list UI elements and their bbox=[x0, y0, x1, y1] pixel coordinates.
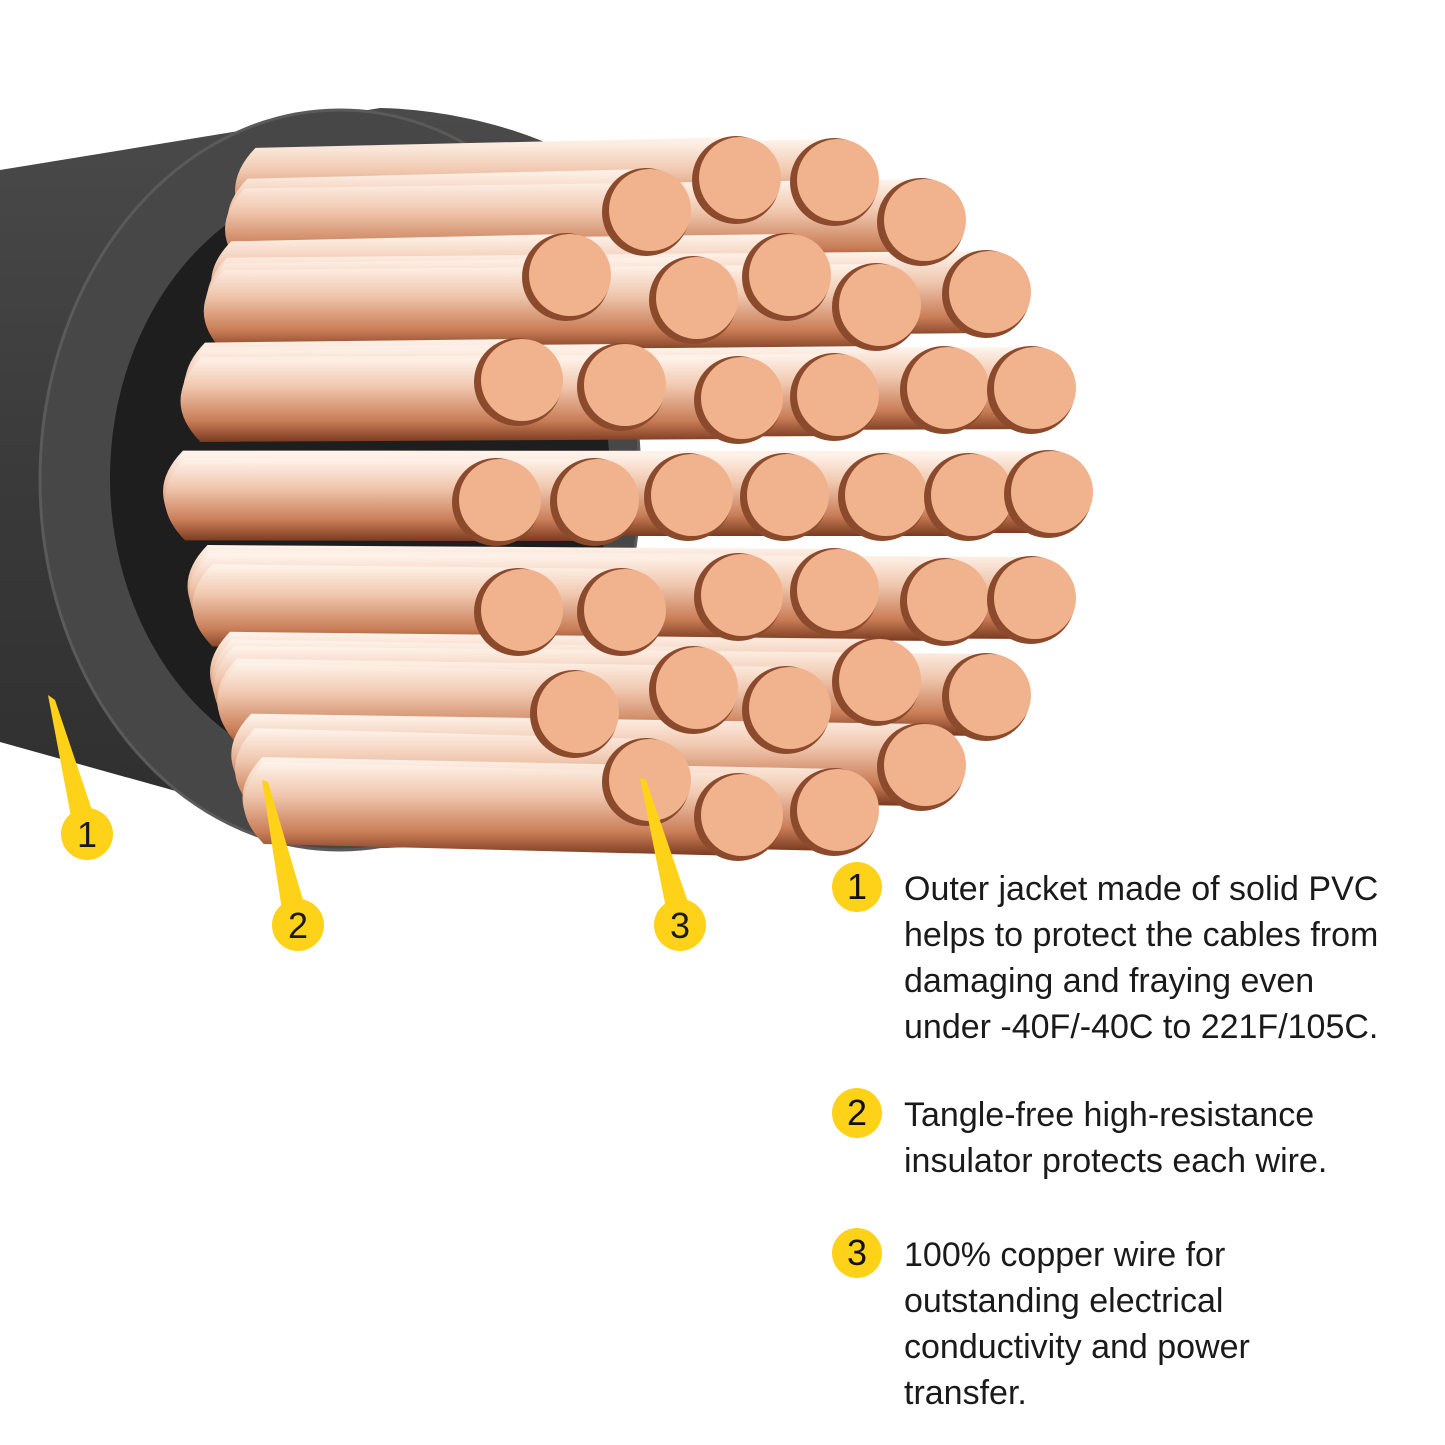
copper-strand-face bbox=[537, 671, 619, 753]
pin-2: 2 bbox=[272, 899, 324, 951]
pointer-1 bbox=[48, 695, 96, 822]
copper-strand-face bbox=[907, 559, 989, 641]
copper-strand-face bbox=[884, 179, 966, 261]
copper-strand-face bbox=[749, 667, 831, 749]
copper-strand-face bbox=[701, 554, 783, 636]
copper-strand-face bbox=[884, 724, 966, 806]
copper-strand-face bbox=[584, 344, 666, 426]
copper-strand-face bbox=[949, 654, 1031, 736]
copper-strand-face bbox=[994, 557, 1076, 639]
copper-strand-face bbox=[1011, 451, 1093, 533]
legend-badge-2: 2 bbox=[832, 1088, 882, 1138]
copper-strand-face bbox=[481, 339, 563, 421]
copper-strand-face bbox=[839, 264, 921, 346]
copper-strand-face bbox=[797, 549, 879, 631]
legend-item-1: 1 Outer jacket made of solid PVC helps t… bbox=[832, 862, 1445, 1050]
copper-strand-face bbox=[481, 569, 563, 651]
copper-strand-face bbox=[701, 774, 783, 856]
copper-strand-face bbox=[797, 139, 879, 221]
copper-strand-face bbox=[797, 354, 879, 436]
copper-strand-face bbox=[584, 569, 666, 651]
legend-text-3: 100% copper wire for outstanding electri… bbox=[904, 1236, 1250, 1412]
legend-item-3: 3 100% copper wire for outstanding elect… bbox=[832, 1228, 1445, 1416]
copper-strand-face bbox=[656, 257, 738, 339]
copper-strand-face bbox=[907, 347, 989, 429]
copper-strand-face bbox=[797, 769, 879, 851]
copper-strand-face bbox=[656, 647, 738, 729]
copper-strand-faces bbox=[452, 136, 1093, 861]
copper-strand-face bbox=[931, 454, 1013, 536]
copper-strand-face bbox=[839, 639, 921, 721]
copper-strand-face bbox=[651, 454, 733, 536]
copper-strand-face bbox=[557, 459, 639, 541]
pointer-2 bbox=[262, 780, 306, 910]
pin-3: 3 bbox=[654, 899, 706, 951]
copper-strand-face bbox=[459, 459, 541, 541]
legend-item-2: 2 Tangle-free high-resistance insulator … bbox=[832, 1088, 1445, 1184]
copper-strand-face bbox=[845, 454, 927, 536]
legend-badge-3: 3 bbox=[832, 1228, 882, 1278]
legend-text-1: Outer jacket made of solid PVC helps to … bbox=[904, 870, 1379, 1046]
copper-strand-face bbox=[701, 357, 783, 439]
copper-strand-face bbox=[949, 251, 1031, 333]
copper-strand-face bbox=[699, 137, 781, 219]
copper-strand-face bbox=[994, 347, 1076, 429]
legend-text-2: Tangle-free high-resistance insulator pr… bbox=[904, 1096, 1328, 1180]
copper-strand-face bbox=[529, 234, 611, 316]
copper-strand-face bbox=[609, 169, 691, 251]
legend-badge-1: 1 bbox=[832, 862, 882, 912]
svg-text:3: 3 bbox=[670, 905, 690, 946]
copper-strand-face bbox=[747, 454, 829, 536]
svg-text:2: 2 bbox=[288, 905, 308, 946]
copper-strand-face bbox=[609, 739, 691, 821]
svg-text:1: 1 bbox=[77, 814, 97, 855]
pin-1: 1 bbox=[61, 808, 113, 860]
copper-strand-face bbox=[749, 234, 831, 316]
pointer-3 bbox=[640, 778, 690, 908]
